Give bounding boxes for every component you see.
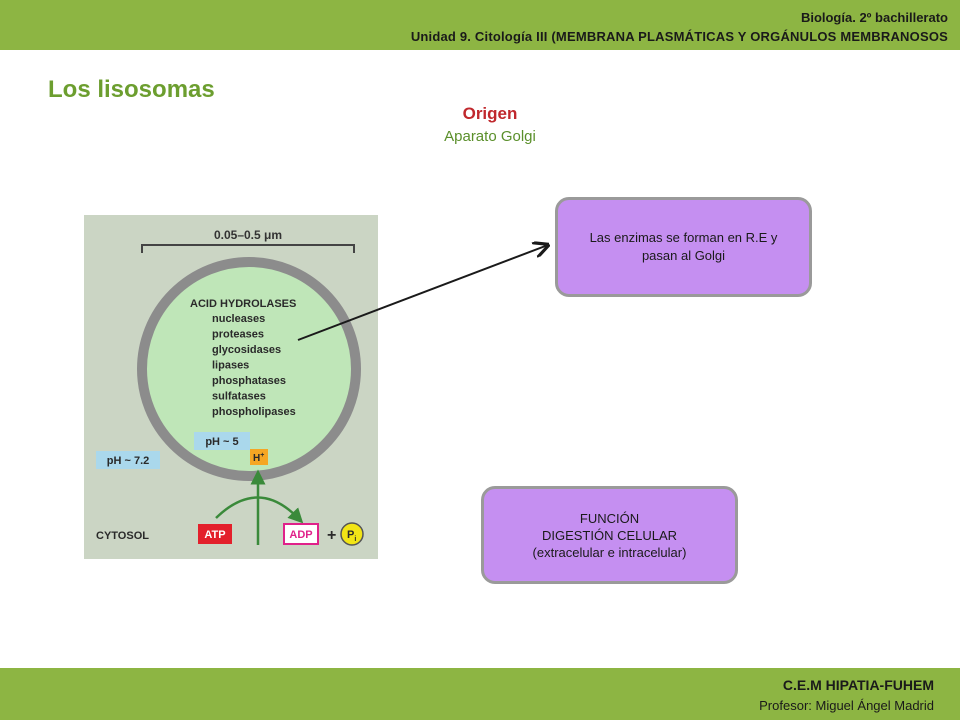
enzyme-item: sulfatases [212, 391, 266, 403]
function-detail: (extracelular e intracelular) [532, 544, 687, 560]
function-digestion: DIGESTIÓN CELULAR [541, 527, 678, 543]
origin-title: Origen [462, 104, 518, 123]
enzyme-item: nucleases [212, 313, 265, 325]
enzyme-item: phospholipases [212, 406, 296, 418]
size-label: 0.05–0.5 μm [214, 228, 282, 242]
plus-sign: + [327, 527, 336, 544]
ph-outside-label: pH ~ 7.2 [107, 455, 150, 467]
course-label: Biología. 2º bachillerato [800, 10, 948, 25]
footer-bar: C.E.M HIPATIA-FUHEM Profesor: Miguel Áng… [0, 668, 960, 720]
organization-label: C.E.M HIPATIA-FUHEM [782, 677, 934, 693]
cytosol-label: CYTOSOL [96, 530, 149, 542]
enzyme-list: nucleases proteases glycosidases lipases pho… [212, 313, 296, 418]
lysosome-figure: 0.05–0.5 μm ACID HYDROLASES nucleases pro… [84, 215, 378, 559]
professor-label: Profesor: Miguel Ángel Madrid [759, 698, 934, 713]
adp-box [283, 523, 319, 545]
function-title: FUNCIÓN [579, 510, 640, 526]
header-bar: Biología. 2º bachillerato Unidad 9. Cito… [0, 0, 960, 50]
atp-label: ATP [204, 529, 225, 541]
enzyme-item: phosphatases [212, 375, 286, 387]
function-box: FUNCIÓN DIGESTIÓN CELULAR (extracelular … [481, 486, 738, 584]
phosphate-label: Pi [347, 529, 356, 543]
ph-inside-label: pH ~ 5 [205, 436, 238, 448]
proton-box [250, 449, 268, 465]
enzymes-origin-box: Las enzimas se forman en R.E y pasan al … [555, 197, 812, 297]
enzyme-item: lipases [212, 360, 249, 372]
hydrolases-title: ACID HYDROLASES [190, 298, 296, 310]
phosphate-circle [340, 522, 364, 546]
origin-subtitle: Aparato Golgi [444, 128, 536, 145]
proton-label: H+ [253, 452, 264, 464]
atp-to-adp-arrow [215, 496, 304, 524]
ph-outside-label-box [96, 451, 160, 469]
ph-inside-label-box [194, 432, 250, 450]
atp-box [198, 524, 232, 544]
page-title: Los lisosomas [48, 76, 215, 103]
enzymes-origin-text: Las enzimas se forman en R.E y pasan al … [589, 230, 778, 263]
unit-label: Unidad 9. Citología III (MEMBRANA PLASMÁ… [410, 29, 948, 44]
enzyme-item: proteases [212, 329, 264, 341]
adp-label: ADP [289, 529, 312, 541]
enzyme-item: glycosidases [212, 344, 281, 356]
